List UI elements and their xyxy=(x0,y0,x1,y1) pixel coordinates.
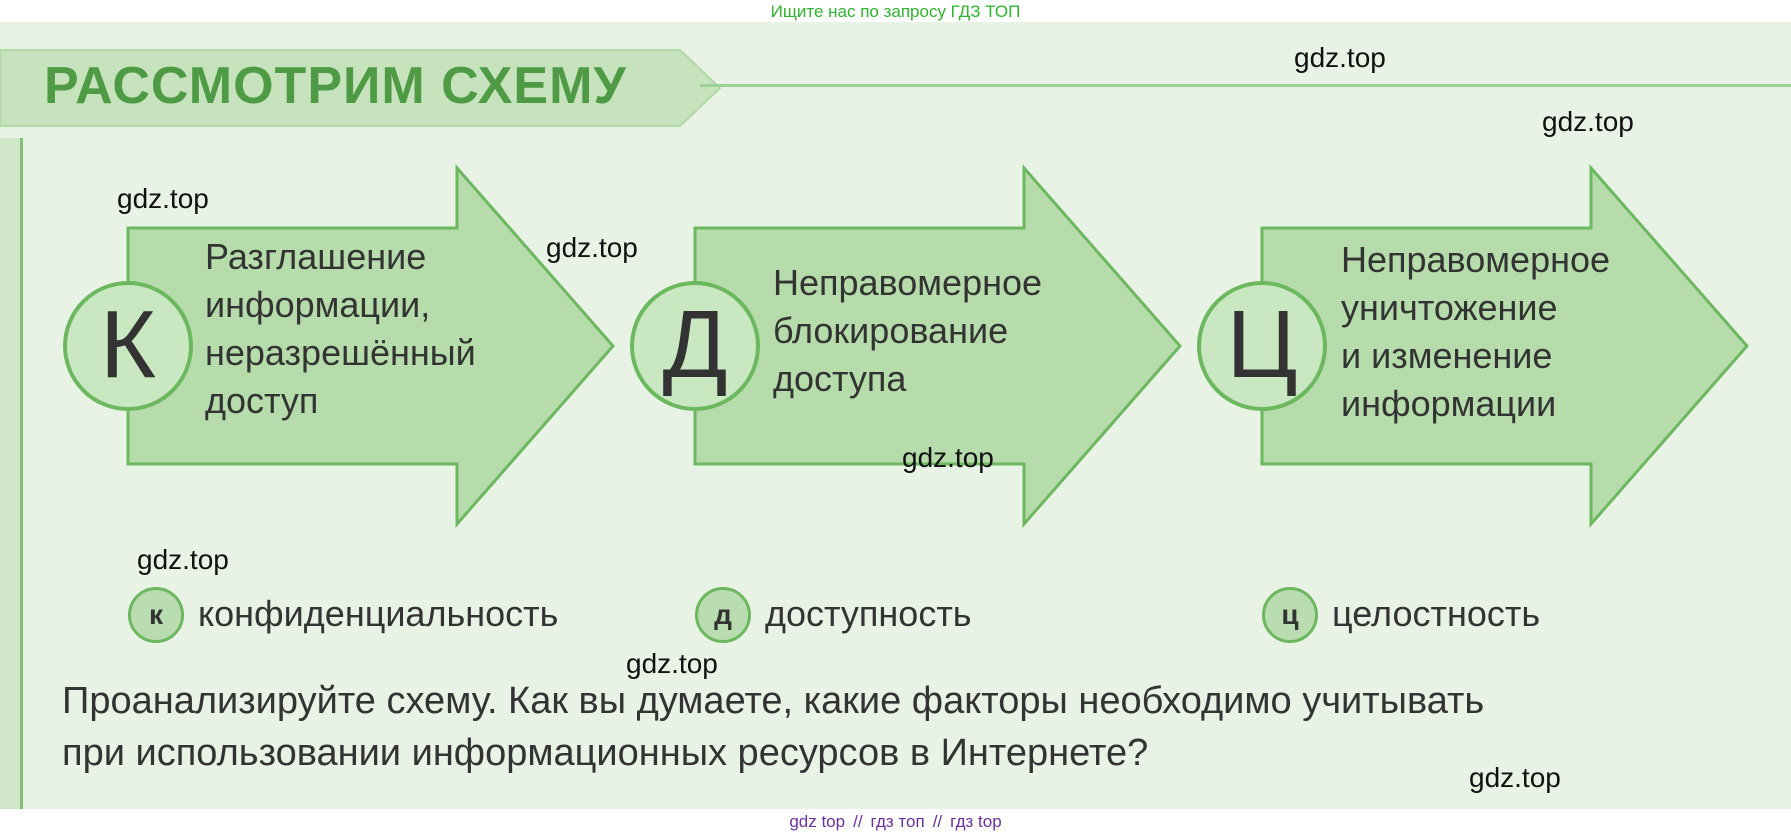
watermark: gdz.top xyxy=(902,442,994,473)
diagram-arrows xyxy=(63,164,1749,528)
legend-label: конфиденциальность xyxy=(198,593,559,634)
watermark: gdz.top xyxy=(1294,42,1386,73)
bottom-link[interactable]: гдз топ xyxy=(870,812,925,831)
arrow-text-line: информации, xyxy=(205,284,431,325)
arrow-text-line: доступа xyxy=(773,358,907,399)
arrow-integrity xyxy=(1197,164,1749,528)
letter-ts: Ц xyxy=(1226,291,1298,398)
left-margin-bar xyxy=(0,138,23,809)
question-line: Проанализируйте схему. Как вы думаете, к… xyxy=(62,680,1485,722)
arrow-text-line: информации xyxy=(1341,383,1557,424)
arrow-text-line: Неправомерное xyxy=(773,262,1043,303)
bottom-link[interactable]: gdz top xyxy=(789,812,846,831)
header-rule xyxy=(700,84,1791,87)
arrow-text-line: блокирование xyxy=(773,310,1009,351)
arrow-text-line: и изменение xyxy=(1341,335,1553,376)
question-line: при использовании информационных ресурсо… xyxy=(62,732,1149,774)
letter-d: Д xyxy=(662,291,728,398)
watermark: gdz.top xyxy=(117,183,209,214)
arrow-availability xyxy=(630,164,1182,528)
watermark: gdz.top xyxy=(137,544,229,575)
legend-badge-d: д xyxy=(695,587,751,643)
textbook-page: РАССМОТРИМ СХЕМУ К Д Ц Разглашение инфор… xyxy=(0,22,1791,809)
letter-k: К xyxy=(100,291,156,398)
arrow-text-availability: Неправомерное блокирование доступа xyxy=(773,259,1042,403)
arrow-text-line: уничтожение xyxy=(1341,287,1558,328)
link-separator: // xyxy=(853,812,863,831)
legend-badge-k: к xyxy=(128,587,184,643)
top-search-banner[interactable]: Ищите нас по запросу ГДЗ ТОП xyxy=(770,2,1021,21)
header-tag-shape xyxy=(0,49,722,127)
link-separator: // xyxy=(932,812,943,831)
arrow-confidentiality xyxy=(63,164,615,528)
legend-label: целостность xyxy=(1332,593,1541,634)
watermark: gdz.top xyxy=(1469,762,1561,793)
watermark: gdz.top xyxy=(546,232,638,263)
bottom-links: gdz top // гдз топ // гдз top xyxy=(0,812,1791,832)
question-text: Проанализируйте схему. Как вы думаете, к… xyxy=(62,675,1762,779)
arrow-text-confidentiality: Разглашение информации, неразрешённый до… xyxy=(205,233,476,425)
legend-badge-ts: ц xyxy=(1262,587,1318,643)
arrow-text-line: доступ xyxy=(205,380,319,421)
watermark: gdz.top xyxy=(626,648,718,679)
bottom-link[interactable]: гдз top xyxy=(950,812,1002,831)
legend-label: доступность xyxy=(765,593,972,634)
arrow-text-line: Разглашение xyxy=(205,236,427,277)
arrow-text-line: Неправомерное xyxy=(1341,239,1611,280)
arrow-text-integrity: Неправомерное уничтожение и изменение ин… xyxy=(1341,236,1610,428)
section-title: РАССМОТРИМ СХЕМУ xyxy=(44,57,627,115)
arrow-text-line: неразрешённый xyxy=(205,332,476,373)
watermark: gdz.top xyxy=(1542,106,1634,137)
